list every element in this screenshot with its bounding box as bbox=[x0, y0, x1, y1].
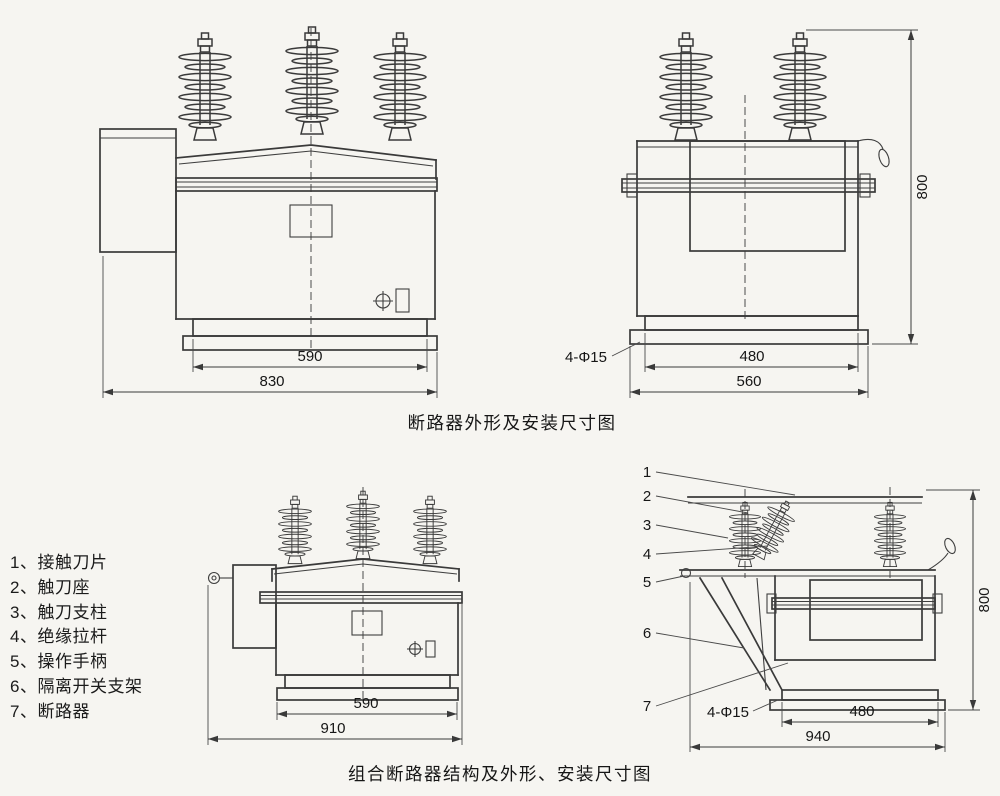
lifting-hook-icon bbox=[927, 552, 949, 571]
legend-item-5: 5、操作手柄 bbox=[10, 652, 108, 672]
dim-combined-front-inner: 590 bbox=[353, 695, 378, 712]
side-view-dimensions: 800 4-Φ15 480 560 bbox=[565, 29, 931, 398]
top-cover bbox=[271, 558, 460, 570]
support-frame bbox=[720, 576, 784, 692]
combined-side-dimensions: 800 4-Φ15 480 940 bbox=[689, 489, 993, 752]
pole-panel bbox=[689, 140, 846, 252]
support-frame bbox=[698, 576, 772, 692]
parts-legend: 1、接触刀片 2、触刀座 3、触刀支柱 4、绝缘拉杆 5、操作手柄 6、隔离开关… bbox=[10, 551, 142, 725]
dim-side-inner: 480 bbox=[739, 348, 764, 365]
insulator-bushing-icon bbox=[773, 32, 827, 141]
ground-terminal-icon bbox=[407, 640, 436, 658]
callout-3: 3 bbox=[643, 517, 651, 534]
dim-side-outer: 560 bbox=[736, 373, 761, 390]
top-cover bbox=[175, 144, 437, 161]
insulator-bushing-icon bbox=[373, 32, 427, 141]
mechanism-box bbox=[232, 564, 277, 649]
dim-combined-side-height: 800 bbox=[976, 587, 993, 612]
front-view-dimensions: 590 830 bbox=[102, 256, 438, 398]
callout-4: 4 bbox=[643, 546, 651, 563]
breaker-front-view bbox=[99, 26, 438, 352]
insulator-bushing-icon bbox=[285, 26, 339, 135]
legend-item-6: 6、隔离开关支架 bbox=[10, 676, 143, 696]
frame-beam bbox=[175, 177, 438, 192]
base-plate bbox=[769, 699, 946, 711]
nameplate bbox=[289, 204, 333, 238]
insulator-bushing-icon bbox=[659, 32, 713, 141]
legend-item-7: 7、断路器 bbox=[10, 701, 90, 721]
lifting-hook-icon bbox=[878, 148, 890, 168]
base-upper bbox=[192, 318, 428, 337]
lifting-hook-icon bbox=[857, 138, 884, 150]
ground-terminal-icon bbox=[373, 288, 410, 313]
insulator-bushing-icon bbox=[178, 32, 232, 141]
dim-side-height: 800 bbox=[914, 174, 931, 199]
base-upper bbox=[644, 315, 859, 331]
frame-beam bbox=[259, 591, 463, 604]
dim-front-inner: 590 bbox=[297, 348, 322, 365]
frame-beam bbox=[771, 597, 936, 610]
insulator-bushing-icon bbox=[278, 495, 312, 565]
part-callouts: 1 2 3 4 5 6 7 bbox=[643, 464, 796, 715]
legend-item-1: 1、接触刀片 bbox=[10, 553, 108, 572]
operating-handle-icon bbox=[207, 571, 233, 585]
insulating-rod-icon bbox=[744, 494, 802, 565]
combined-front-view bbox=[207, 487, 463, 701]
top-diagram-caption: 断路器外形及安装尺寸图 bbox=[408, 413, 617, 433]
frame-beam bbox=[621, 178, 876, 193]
legend-item-4: 4、绝缘拉杆 bbox=[10, 627, 108, 647]
combined-front-dimensions: 590 910 bbox=[207, 585, 463, 745]
base-plate bbox=[182, 335, 438, 351]
dim-front-outer: 830 bbox=[259, 373, 284, 390]
callout-2: 2 bbox=[643, 488, 651, 505]
dim-combined-side-outer: 940 bbox=[805, 728, 830, 745]
dim-side-holes: 4-Φ15 bbox=[565, 349, 607, 366]
base-upper bbox=[781, 689, 939, 701]
legend-item-3: 3、触刀支柱 bbox=[10, 602, 108, 622]
legend-item-2: 2、触刀座 bbox=[10, 577, 90, 597]
bottom-diagram-caption: 组合断路器结构及外形、安装尺寸图 bbox=[348, 764, 652, 784]
pole-panel bbox=[809, 579, 923, 641]
nameplate bbox=[351, 610, 383, 636]
combined-side-view bbox=[679, 487, 956, 711]
dim-combined-side-holes: 4-Φ15 bbox=[707, 704, 749, 721]
dim-combined-side-inner: 480 bbox=[849, 703, 874, 720]
base-plate bbox=[629, 329, 869, 345]
callout-7: 7 bbox=[643, 698, 651, 715]
lifting-hook-icon bbox=[944, 537, 956, 555]
callout-6: 6 bbox=[643, 625, 651, 642]
insulator-bushing-icon bbox=[413, 495, 447, 565]
breaker-side-view bbox=[621, 32, 890, 345]
dim-combined-front-outer: 910 bbox=[320, 720, 345, 737]
mechanism-box bbox=[99, 128, 177, 253]
callout-5: 5 bbox=[643, 574, 651, 591]
base-upper bbox=[284, 674, 451, 689]
operating-handle-icon bbox=[680, 567, 692, 579]
callout-1: 1 bbox=[643, 464, 651, 481]
base-plate bbox=[276, 687, 459, 701]
